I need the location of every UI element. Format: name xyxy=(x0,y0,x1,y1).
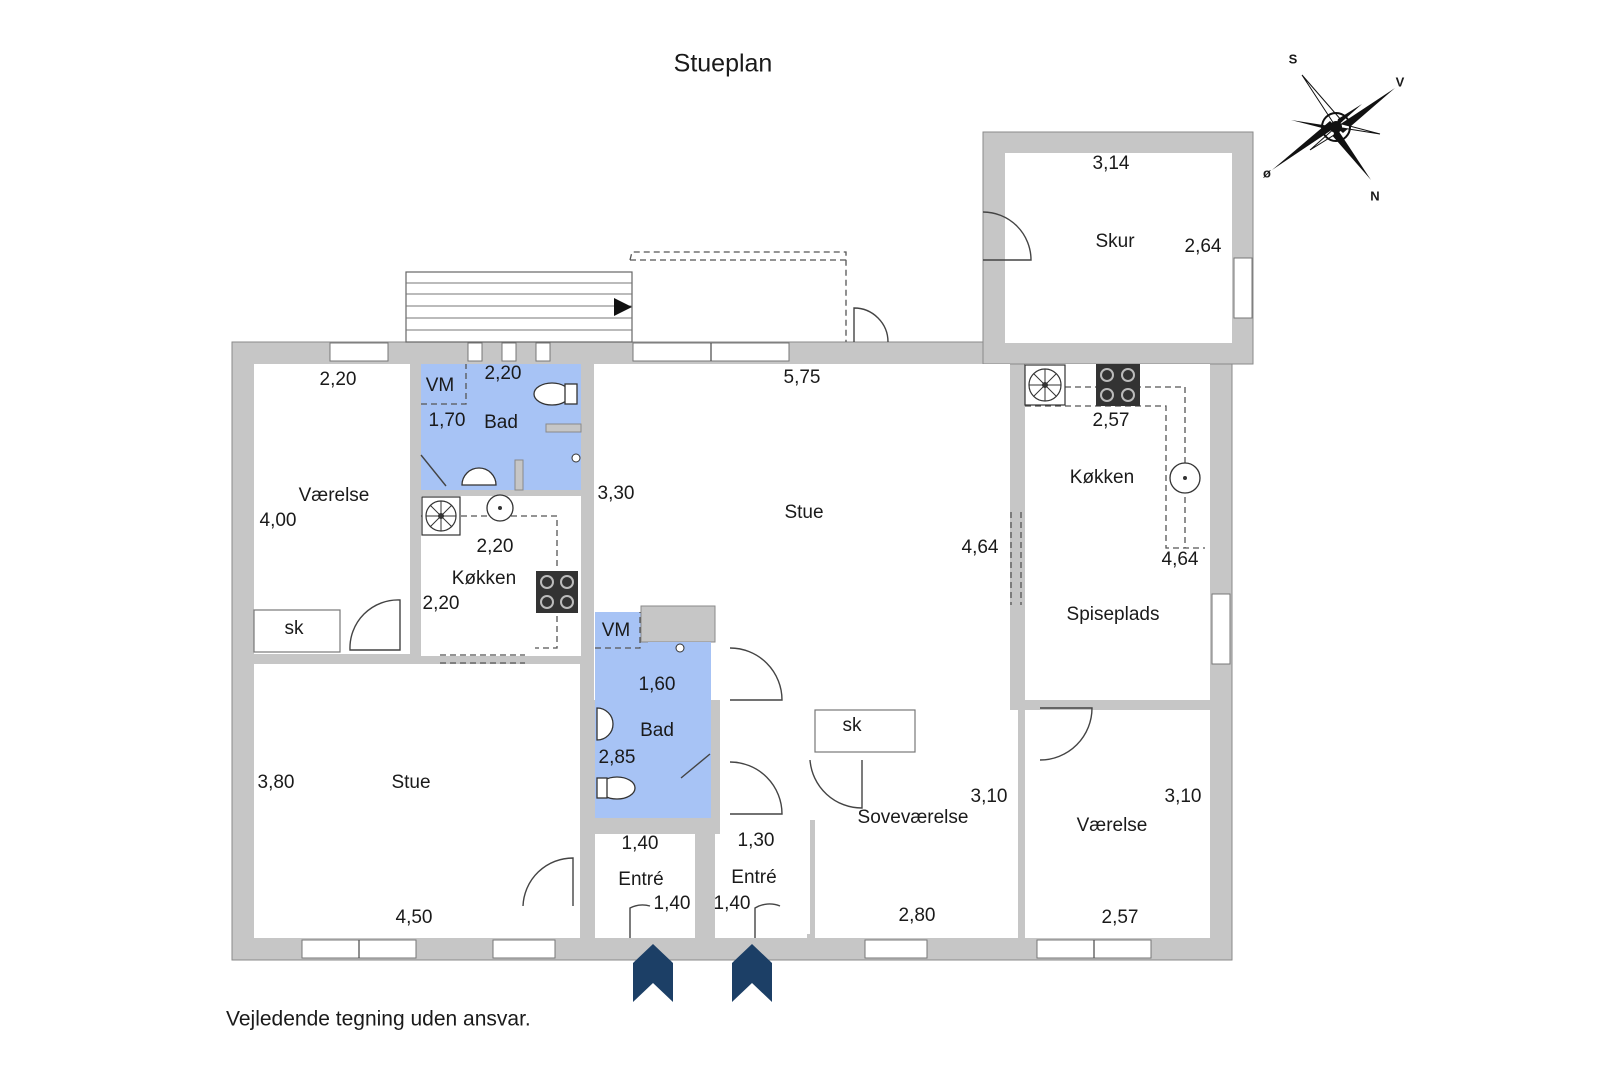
entry-arrow-icon xyxy=(732,944,772,1002)
shower-icon xyxy=(675,643,685,653)
room-label-kokken-right: Køkken xyxy=(1070,467,1134,488)
room-label-skur: Skur xyxy=(1095,231,1135,252)
dim-skur-h: 2,64 xyxy=(1185,236,1222,257)
room-label-sk-mid: sk xyxy=(843,715,863,736)
dim-kokken-right-w: 2,57 xyxy=(1093,410,1130,431)
dim-sovevaerelse-h: 3,10 xyxy=(971,786,1008,807)
compass-label-o: ø xyxy=(1263,165,1271,180)
dim-entre-left-h: 1,40 xyxy=(654,893,691,914)
dim-stue-left-h: 3,80 xyxy=(258,772,295,793)
sink-icon xyxy=(596,707,614,741)
dim-stue-main-h2: 4,64 xyxy=(962,537,999,558)
dim-kokken-small-w: 2,20 xyxy=(477,536,514,557)
room-label-vaerelse-left: Værelse xyxy=(299,485,370,506)
dim-entre-right-w: 1,30 xyxy=(738,830,775,851)
closet-sk-left xyxy=(253,609,341,653)
dashed-openings xyxy=(421,364,1022,664)
dim-skur-w: 3,14 xyxy=(1093,153,1130,174)
kokken-right-counter-2 xyxy=(1025,386,1186,548)
shower-icon xyxy=(571,453,581,463)
kokken-small-counter xyxy=(421,515,558,570)
dim-stue-main-h: 3,30 xyxy=(598,483,635,504)
compass-label-n: N xyxy=(1370,188,1379,203)
room-label-bad-top: Bad xyxy=(484,412,518,433)
sink-icon xyxy=(1169,462,1201,494)
fan-icon xyxy=(1024,364,1066,406)
room-label-entre-right: Entré xyxy=(731,867,776,888)
room-label-vaerelse-right: Værelse xyxy=(1077,815,1148,836)
terrace-outline xyxy=(629,251,847,342)
dim-stue-main-w: 5,75 xyxy=(784,367,821,388)
room-label-spiseplads: Spiseplads xyxy=(1067,604,1160,625)
closet-sk-mid xyxy=(814,709,916,753)
room-label-kokken-small: Køkken xyxy=(452,568,516,589)
dim-kokken-small-h: 2,20 xyxy=(423,593,460,614)
room-label-sk-left: sk xyxy=(285,618,305,639)
dim-bad-mid-w: 1,60 xyxy=(639,674,676,695)
dim-bad-mid-h: 2,85 xyxy=(599,747,636,768)
bad-mid-notch xyxy=(640,605,716,643)
room-vaerelse-right xyxy=(1025,710,1210,938)
stove-icon xyxy=(536,571,578,613)
stair-arrow-icon xyxy=(614,298,632,316)
dim-entre-left-w: 1,40 xyxy=(622,833,659,854)
vm-label-mid: VM xyxy=(602,620,631,641)
room-label-stue-left: Stue xyxy=(391,772,430,793)
sink-icon xyxy=(486,494,514,522)
compass-label-v: V xyxy=(1396,74,1405,89)
toilet-icon xyxy=(533,382,578,406)
entry-arrow-icon xyxy=(633,944,673,1002)
dim-vaerelse-right-w: 2,57 xyxy=(1102,907,1139,928)
dim-entre-right-h: 1,40 xyxy=(714,893,751,914)
room-label-bad-mid: Bad xyxy=(640,720,674,741)
room-label-sovevaerelse: Soveværelse xyxy=(858,807,969,828)
toilet-icon xyxy=(596,776,636,800)
room-vaerelse-left xyxy=(254,364,410,654)
sink-icon xyxy=(461,467,497,486)
dim-stue-left-w: 4,50 xyxy=(396,907,433,928)
dim-spiseplads-h: 4,64 xyxy=(1162,549,1199,570)
stairs xyxy=(405,271,633,343)
dim-vaerelse-right-h: 3,10 xyxy=(1165,786,1202,807)
disclaimer: Vejledende tegning uden ansvar. xyxy=(226,1008,531,1031)
compass-label-s: S xyxy=(1289,51,1298,66)
room-label-entre-left: Entré xyxy=(618,869,663,890)
dim-vaerelse-left-w: 2,20 xyxy=(320,369,357,390)
stove-icon xyxy=(1096,364,1140,406)
dim-vaerelse-left-h: 4,00 xyxy=(260,510,297,531)
room-skur xyxy=(1005,153,1232,343)
compass-icon xyxy=(1272,74,1395,180)
doors xyxy=(349,211,1093,938)
vm-label-top: VM xyxy=(426,375,455,396)
page-title: Stueplan xyxy=(674,50,773,78)
fan-icon xyxy=(421,496,461,536)
dim-bad-top-h: 1,70 xyxy=(429,410,466,431)
room-stue-left xyxy=(254,664,580,938)
room-label-stue-main: Stue xyxy=(784,502,823,523)
room-entre-left xyxy=(595,834,695,938)
bad-top-inner-wall xyxy=(545,423,582,433)
dim-sovevaerelse-w: 2,80 xyxy=(899,905,936,926)
dim-bad-top-w: 2,20 xyxy=(485,363,522,384)
room-kokken-right xyxy=(1025,364,1210,700)
kokken-small-counter-2 xyxy=(535,606,558,649)
windows xyxy=(301,257,1253,959)
bad-top-inner-wall-2 xyxy=(514,459,524,491)
room-entre-right xyxy=(715,834,807,938)
